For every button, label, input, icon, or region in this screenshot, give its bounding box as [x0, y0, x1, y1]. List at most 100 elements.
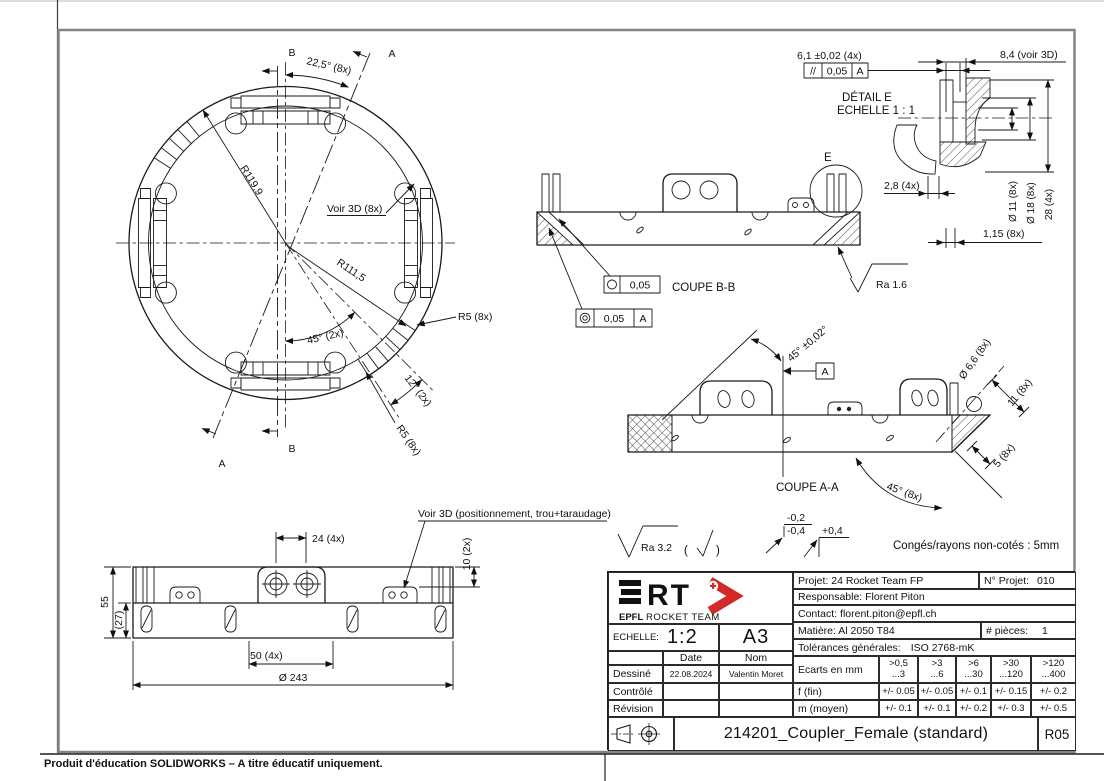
datum-a-label: A	[821, 366, 828, 378]
range-top-4: >120	[1042, 657, 1065, 669]
dim-28: 28 (4x)	[1044, 189, 1055, 220]
front-view: 24 (4x) 55 (27) 50 (4x) Ø 243 10 (2x) Vo…	[99, 508, 611, 690]
f-value: +/- 0.2	[1039, 686, 1068, 697]
echelle-cell: ECHELLE: 1:2	[608, 624, 719, 651]
rim-serrations	[153, 121, 416, 376]
concentricity-value: 0,05	[604, 313, 625, 325]
contact-value: Contact: florent.piton@epfl.ch	[798, 607, 937, 620]
revision-code: R05	[1044, 726, 1070, 742]
f-label: f (fin)	[798, 685, 822, 698]
parallel-symbol: //	[810, 66, 816, 78]
responsable-value: Responsable: Florent Piton	[798, 591, 925, 603]
dim-50: 50 (4x)	[250, 650, 283, 662]
ecarts-label: Ecarts en mm	[798, 663, 863, 676]
logo-letters: RT	[647, 579, 691, 612]
concentricity-datum: A	[639, 313, 646, 325]
f-row-label: f (fin)	[793, 683, 879, 700]
f-value: +/- 0.05	[920, 686, 954, 697]
m-label: m (moyen)	[798, 702, 849, 715]
general-notes: Ra 3.2 ( ) -0,2 -0,4 +0,4 Congés/rayons …	[617, 512, 1059, 558]
coupe-bb-title: COUPE B-B	[672, 282, 736, 294]
pieces-cell: # pièces: 1	[981, 622, 1076, 639]
date-header: Date	[663, 651, 719, 665]
m-value: +/- 0.1	[884, 703, 913, 714]
tolerances-label: Tolérances générales:	[798, 641, 901, 654]
dessine-nom: Valentin Moret	[728, 669, 784, 679]
footer-text: Produit d'éducation SOLIDWORKS – A titre…	[44, 758, 383, 770]
range-bottom-0: ...3	[891, 668, 906, 680]
controle-label: Contrôlé	[613, 685, 653, 698]
range-top-2: >6	[968, 657, 979, 669]
dim-8-4: 8,4 (voir 3D)	[1000, 49, 1058, 61]
m-value: +/- 0.3	[997, 703, 1025, 714]
m-val-4: +/- 0.5	[1031, 700, 1076, 717]
matiere-value: Matière: Al 2050 T84	[798, 624, 895, 637]
dim-27: (27)	[113, 611, 125, 630]
ert-logo: RT EPFL ROCKET TEAM	[619, 577, 744, 623]
edge-condition-symbols: -0,2 -0,4 +0,4	[765, 512, 849, 558]
m-val-2: +/- 0.2	[956, 700, 991, 717]
m-value: +/- 0.5	[1039, 703, 1068, 714]
dim-6-1: 6,1 ±0,02 (4x)	[797, 50, 862, 62]
f-val-2: +/- 0.1	[956, 683, 991, 700]
f-val-3: +/- 0.15	[991, 683, 1031, 700]
f-value: +/- 0.1	[959, 686, 988, 697]
pieces-label: # pièces:	[986, 624, 1029, 637]
label-a-bottom: A	[218, 458, 225, 470]
f-val-1: +/- 0.05	[918, 683, 956, 700]
dessine-label: Dessiné	[613, 668, 651, 680]
range-col-3: >30 ...120	[991, 656, 1031, 683]
parallel-tol: 0,05	[827, 66, 848, 78]
fcf-parallelism: // 0,05 A	[803, 62, 869, 79]
row-revision-label: Révision	[608, 700, 663, 717]
edge-bottom-value: -0,4	[787, 525, 805, 537]
format-value: A3	[742, 626, 770, 648]
paren-close: )	[716, 545, 720, 557]
row-dessine-nom: Valentin Moret	[719, 665, 793, 683]
ra32-value: Ra 3.2	[641, 542, 672, 554]
dim-2-8: 2,8 (4x)	[884, 180, 920, 192]
coupe-aa-title: COUPE A-A	[776, 482, 839, 494]
roughness-basic-symbol: ( )	[684, 529, 720, 557]
note-voir3d-front: Voir 3D (positionnement, trou+taraudage)	[418, 508, 611, 520]
detail-e-callout: E	[824, 152, 832, 164]
datum-a-flag: A	[783, 362, 835, 380]
dessine-date: 22.08.2024	[669, 669, 713, 679]
projet-value: Projet: 24 Rocket Team FP	[798, 574, 924, 587]
fcf-circularity: 0,05	[558, 218, 661, 294]
logo-epfl: EPFL	[619, 612, 643, 623]
label-b-top: B	[288, 47, 295, 59]
f-value: +/- 0.05	[882, 686, 915, 697]
label-b-bottom: B	[288, 443, 295, 455]
f-val-4: +/- 0.2	[1031, 683, 1076, 700]
nom-header-label: Nom	[744, 652, 768, 664]
solidworks-footer-note: Produit d'éducation SOLIDWORKS – A titre…	[44, 758, 383, 770]
dim-10: 10 (2x)	[461, 538, 473, 571]
date-header-label: Date	[679, 652, 703, 664]
m-row-label: m (moyen)	[793, 700, 879, 717]
f-val-0: +/- 0.05	[879, 683, 918, 700]
contact-cell: Contact: florent.piton@epfl.ch	[793, 605, 1076, 622]
fillets-note: Congés/rayons non-cotés : 5mm	[893, 540, 1059, 552]
label-a-top: A	[388, 48, 395, 60]
m-value: +/- 0.2	[959, 703, 988, 714]
revision-label: Révision	[613, 702, 654, 715]
range-bottom-2: ...30	[964, 668, 983, 680]
m-val-0: +/- 0.1	[879, 700, 918, 717]
m-val-1: +/- 0.1	[918, 700, 956, 717]
coupe-bb-view: E 0,05 0,05 A COUPE B-B Ra 1.6	[536, 152, 908, 328]
m-value: +/- 0.1	[923, 703, 951, 714]
top-view-lobes	[154, 112, 417, 374]
range-bottom-4: ...400	[1041, 668, 1066, 680]
logo-cell: RT EPFL ROCKET TEAM	[608, 572, 793, 624]
detail-e-scale: ECHELLE 1 : 1	[837, 105, 915, 117]
dim-dia18: Ø 18 (8x)	[1026, 182, 1037, 224]
blank-cell	[608, 651, 663, 665]
fcf-concentricity: 0,05 A	[548, 227, 653, 328]
roughness-ra16: Ra 1.6	[837, 246, 908, 293]
third-angle-projection-icon	[611, 723, 660, 745]
row-controle-label: Contrôlé	[608, 683, 663, 700]
responsable-cell: Responsable: Florent Piton	[793, 589, 1076, 605]
